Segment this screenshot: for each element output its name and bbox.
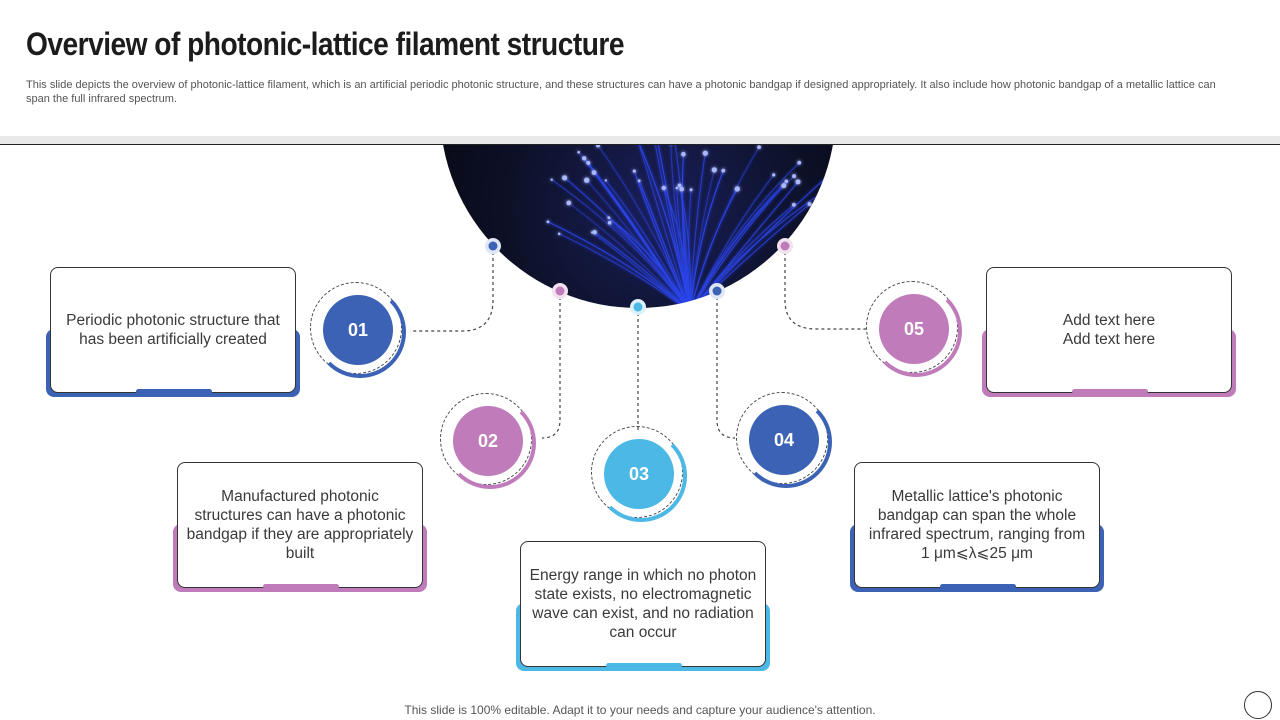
fiber-tip	[795, 179, 801, 185]
fiber-strand	[586, 179, 688, 308]
fiber-tip	[550, 178, 553, 181]
fiber-strand	[690, 188, 738, 308]
step-text-01: Periodic photonic structure that has bee…	[66, 312, 280, 348]
fiber-tip	[757, 145, 761, 150]
connector-02	[541, 291, 561, 439]
fiber-strand	[691, 175, 795, 308]
fiber-tip	[677, 183, 682, 188]
step-number-05: 05	[879, 294, 949, 364]
step-card-05: Add text here Add text here	[982, 267, 1240, 397]
step-card-01: Periodic photonic structure that has bee…	[46, 267, 304, 397]
step-badge-01: 01	[310, 282, 406, 378]
step-number-03: 03	[604, 439, 674, 509]
step-text-04: Metallic lattice's photonic bandgap can …	[868, 488, 1086, 562]
step-text-02: Manufactured photonic structures can hav…	[186, 488, 414, 562]
step-number-01: 01	[323, 295, 393, 365]
fiber-tip	[604, 179, 608, 182]
fiber-tip	[632, 169, 636, 173]
fiber-strand	[681, 189, 691, 308]
fiber-strand	[691, 185, 785, 308]
fiber-strand	[551, 179, 688, 308]
fiber-optic-strands	[546, 145, 836, 308]
step-card-02: Manufactured photonic structures can hav…	[173, 462, 431, 592]
step-badge-02: 02	[440, 393, 536, 489]
fiber-tip	[592, 230, 597, 235]
fiber-strand	[692, 191, 824, 308]
fiber-tip	[721, 168, 726, 173]
fiber-strand	[638, 180, 690, 308]
connector-04	[716, 291, 736, 439]
fiber-tip	[675, 186, 679, 190]
fiber-strand	[692, 181, 799, 308]
fiber-tip	[797, 160, 802, 165]
corner-circle-icon	[1244, 691, 1272, 719]
fiber-strand	[591, 231, 687, 308]
header-band	[0, 136, 1280, 144]
fiber-strand	[583, 157, 689, 308]
step-card-03: Energy range in which no photon state ex…	[516, 541, 774, 671]
fiber-strand	[594, 231, 687, 308]
fiber-tip	[584, 177, 590, 183]
fiber-strand	[568, 202, 687, 308]
fiber-tip	[577, 150, 580, 154]
fiber-strand	[578, 151, 689, 308]
fiber-tip	[607, 216, 611, 219]
fiber-tip	[582, 156, 587, 161]
step-text-05: Add text here Add text here	[1062, 312, 1156, 348]
footer-note: This slide is 100% editable. Adapt it to…	[404, 703, 876, 717]
step-badge-04: 04	[736, 392, 832, 488]
page-subtitle: This slide depicts the overview of photo…	[26, 79, 1216, 105]
fiber-tip	[681, 151, 686, 157]
fiber-strand	[639, 145, 690, 308]
fiber-tip	[784, 179, 789, 184]
step-text-03: Energy range in which no photon state ex…	[529, 567, 757, 641]
fiber-tip	[591, 170, 597, 175]
fiber-strand	[693, 203, 810, 308]
fiber-tip	[591, 231, 594, 234]
fiber-tip	[734, 186, 740, 192]
step-card-04: Metallic lattice's photonic bandgap can …	[850, 462, 1108, 592]
step-badge-03: 03	[591, 426, 687, 522]
fiber-tip	[607, 220, 612, 225]
fiber-tip	[661, 185, 666, 191]
fiber-strand	[689, 153, 706, 308]
fiber-tip	[702, 150, 708, 156]
fiber-tip	[637, 179, 641, 183]
fiber-strand	[638, 145, 690, 308]
fiber-tip	[781, 183, 787, 189]
fiber-tip	[557, 232, 561, 236]
fiber-tip	[833, 167, 836, 172]
fiber-tip	[679, 186, 684, 192]
step-number-02: 02	[453, 406, 523, 476]
fiber-strand	[605, 180, 689, 308]
fiber-optic-image	[440, 145, 836, 310]
fiber-tip	[792, 174, 797, 179]
fiber-tip	[792, 202, 796, 207]
fiber-tip	[562, 175, 568, 181]
step-badge-05: 05	[866, 281, 962, 377]
fiber-strand	[633, 170, 689, 308]
fiber-tip	[586, 160, 591, 165]
fiber-tip	[821, 190, 825, 194]
page-title: Overview of photonic-lattice filament st…	[26, 26, 624, 62]
fiber-tip	[566, 200, 572, 206]
fiber-tip	[596, 145, 600, 148]
step-number-04: 04	[749, 405, 819, 475]
fiber-tip	[546, 220, 550, 224]
fiber-tip	[772, 173, 776, 177]
fiber-tip	[689, 188, 693, 192]
fiber-strand	[689, 169, 715, 308]
fiber-tip	[711, 167, 717, 173]
fiber-tip	[807, 202, 812, 207]
fiber-strand	[558, 233, 686, 308]
